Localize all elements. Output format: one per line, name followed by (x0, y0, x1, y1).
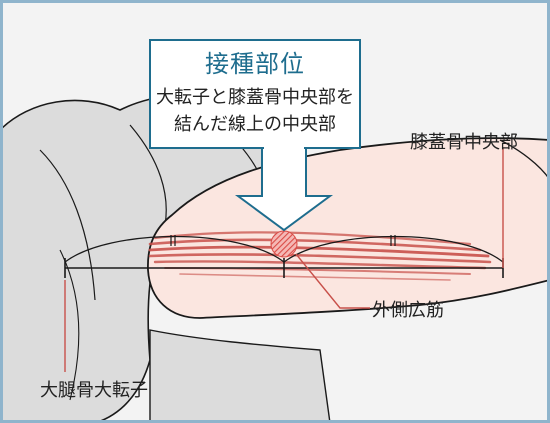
leader-lines (64, 148, 504, 372)
callout-line-1: 大転子と膝蓋骨中央部を (156, 87, 354, 108)
injection-site-marker (270, 230, 298, 258)
down-arrow-icon (234, 147, 334, 232)
vastus-lateralis-muscle (148, 231, 492, 281)
greater-trochanter-label: 大腿骨大転子 (40, 380, 148, 401)
callout-title: 接種部位 (205, 50, 305, 78)
callout-line-2: 結んだ線上の中央部 (174, 114, 336, 135)
vastus-lateralis-label: 外側広筋 (372, 300, 444, 321)
callout-box (149, 39, 361, 149)
callout-description: 大転子と膝蓋骨中央部を 結んだ線上の中央部 (150, 84, 360, 138)
patella-center-label: 膝蓋骨中央部 (410, 132, 518, 153)
measurement-line (64, 235, 504, 278)
